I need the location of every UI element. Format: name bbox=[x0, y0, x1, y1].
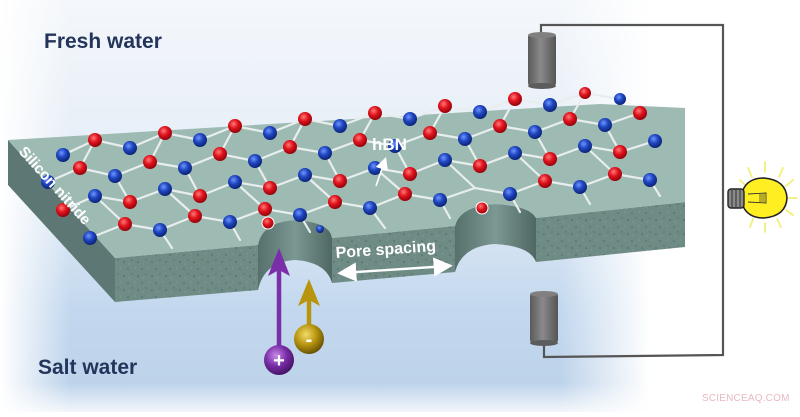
pore-spacing-double-arrow bbox=[337, 257, 453, 282]
fresh-water-label: Fresh water bbox=[44, 30, 162, 53]
slab-front-face bbox=[115, 202, 685, 302]
electrode-icon bbox=[528, 32, 556, 89]
slab-left-face bbox=[8, 140, 115, 302]
pore-spacing-label: Pore spacing bbox=[335, 238, 436, 262]
salt-water-label: Salt water bbox=[38, 356, 138, 379]
negative-ion-group: - bbox=[294, 279, 324, 354]
pore-2-wall bbox=[455, 204, 536, 272]
up-arrow-icon bbox=[298, 279, 320, 306]
up-arrow-icon bbox=[268, 248, 290, 276]
hbn-label: hBN bbox=[372, 135, 407, 154]
circuit-wire bbox=[539, 23, 725, 359]
negative-ion bbox=[294, 324, 324, 354]
positive-ion-symbol: + bbox=[273, 350, 285, 372]
pore-1-wall bbox=[258, 220, 332, 290]
negative-ion-symbol: - bbox=[306, 329, 313, 351]
hbn-atoms bbox=[41, 87, 662, 245]
electrode-icon bbox=[530, 291, 558, 346]
watermark: SCIENCEAQ.COM bbox=[702, 393, 790, 404]
positive-ion bbox=[264, 345, 294, 375]
light-bulb-icon bbox=[727, 161, 798, 233]
hbn-pointer-arrow bbox=[375, 156, 388, 187]
positive-ion-group: + bbox=[264, 248, 294, 375]
